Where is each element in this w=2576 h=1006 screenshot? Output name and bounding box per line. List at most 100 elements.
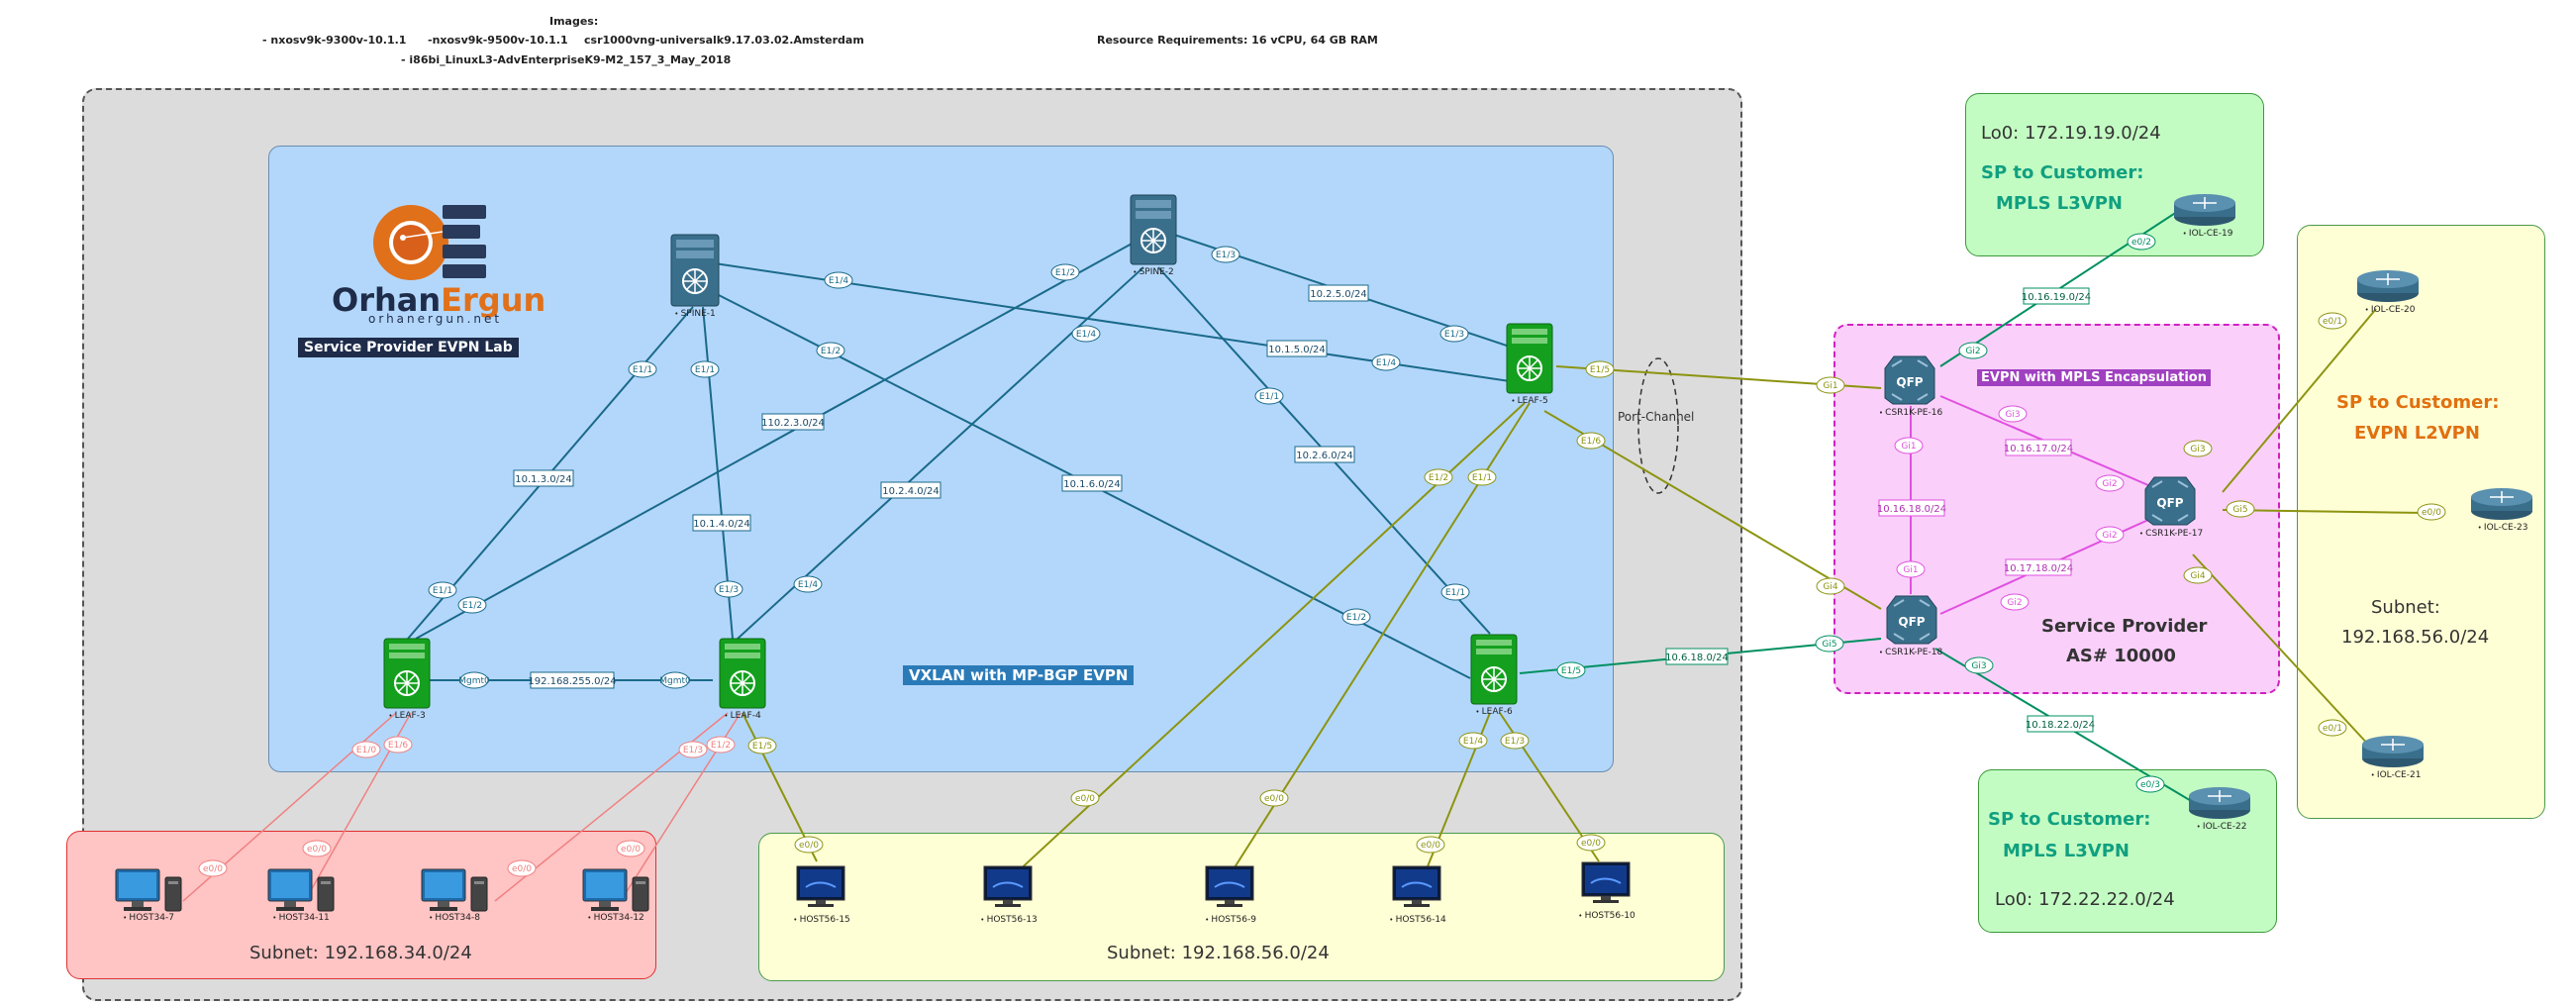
svg-text:E1/5: E1/5 bbox=[1561, 666, 1581, 676]
subnet-label-s15: 10.18.22.0/24 bbox=[2026, 715, 2095, 733]
svg-text:E1/4: E1/4 bbox=[798, 580, 818, 590]
windows-pc-icon bbox=[796, 865, 845, 907]
port-label: e0/1 bbox=[2318, 312, 2347, 330]
host56-13-label: HOST56-13 bbox=[980, 915, 1038, 925]
host56-15[interactable] bbox=[796, 865, 845, 913]
pe-17[interactable]: QFP bbox=[2144, 475, 2196, 531]
port-label: Gi4 bbox=[1816, 577, 1845, 595]
pe-18[interactable]: QFP bbox=[1886, 594, 1937, 650]
ce-21[interactable] bbox=[2361, 735, 2425, 772]
image-iol: - i86bi_LinuxL3-AdvEnterpriseK9-M2_157_3… bbox=[401, 53, 732, 66]
host34-11[interactable] bbox=[266, 867, 336, 917]
ce-23[interactable] bbox=[2470, 487, 2533, 525]
svg-text:QFP: QFP bbox=[1896, 375, 1923, 389]
host34-12[interactable] bbox=[581, 867, 650, 917]
port-label: Gi1 bbox=[1894, 437, 1924, 454]
svg-text:E1/1: E1/1 bbox=[1259, 392, 1279, 402]
ce-20-label: IOL-CE-20 bbox=[2365, 305, 2416, 315]
port-label: E1/4 bbox=[1371, 353, 1401, 371]
host56-14[interactable] bbox=[1392, 865, 1441, 913]
windows-pc-icon bbox=[1392, 865, 1441, 907]
iol-router-icon bbox=[2189, 787, 2250, 819]
spine-2[interactable] bbox=[1130, 194, 1177, 269]
svg-text:10.16.17.0/24: 10.16.17.0/24 bbox=[2004, 444, 2073, 454]
port-label: e0/3 bbox=[2135, 775, 2165, 793]
svg-text:e0/0: e0/0 bbox=[1264, 794, 1284, 804]
svg-text:Mgmt0: Mgmt0 bbox=[659, 676, 691, 686]
leaf-6[interactable] bbox=[1470, 634, 1518, 709]
port-label: Gi3 bbox=[1998, 405, 2028, 423]
leaf-4-label: LEAF-4 bbox=[724, 711, 761, 721]
bottom-customer-subtitle: MPLS L3VPN bbox=[2003, 841, 2130, 861]
port-label: E1/1 bbox=[690, 360, 720, 378]
pe-17-label: CSR1K-PE-17 bbox=[2139, 529, 2203, 539]
svg-text:e0/0: e0/0 bbox=[1421, 841, 1440, 851]
csr-router-icon: QFP bbox=[1886, 595, 1937, 645]
image-nxos-9300: - nxosv9k-9300v-10.1.1 bbox=[262, 34, 407, 47]
svg-text:Gi3: Gi3 bbox=[1971, 661, 1986, 671]
port-label: Gi5 bbox=[1815, 635, 1844, 653]
spine-switch-icon bbox=[670, 234, 720, 307]
port-label: e0/0 bbox=[507, 859, 537, 877]
port-label: E1/1 bbox=[1467, 468, 1497, 486]
leaf-4[interactable] bbox=[719, 638, 766, 713]
pe-16[interactable]: QFP bbox=[1884, 354, 1935, 410]
leaf-3[interactable] bbox=[383, 638, 431, 713]
subnet-label-s12: 10.16.18.0/24 bbox=[1877, 499, 1946, 517]
ce-23-label: IOL-CE-23 bbox=[2478, 523, 2528, 533]
desktop-pc-icon bbox=[582, 868, 649, 912]
leaf-switch-icon bbox=[383, 638, 431, 709]
svg-text:Gi3: Gi3 bbox=[2005, 410, 2020, 420]
port-label: e0/2 bbox=[2127, 233, 2156, 251]
ce-20[interactable] bbox=[2356, 269, 2420, 307]
resource-requirements: Resource Requirements: 16 vCPU, 64 GB RA… bbox=[1097, 34, 1378, 47]
svg-text:E1/3: E1/3 bbox=[1505, 737, 1525, 747]
svg-text:10.1.4.0/24: 10.1.4.0/24 bbox=[693, 519, 749, 530]
host34-8[interactable] bbox=[420, 867, 489, 917]
svg-text:Gi2: Gi2 bbox=[2102, 479, 2117, 489]
port-label: e0/0 bbox=[794, 836, 824, 854]
spine-1-label: SPINE-1 bbox=[674, 309, 716, 319]
svg-text:E1/1: E1/1 bbox=[633, 365, 652, 375]
right-subnet-label: Subnet: bbox=[2371, 597, 2440, 618]
host34-7[interactable] bbox=[114, 867, 183, 917]
port-channel-label: Port-Channel bbox=[1618, 410, 1695, 424]
svg-text:E1/4: E1/4 bbox=[829, 276, 848, 286]
svg-text:E1/5: E1/5 bbox=[1590, 365, 1610, 375]
logo-name: OrhanErgun bbox=[332, 281, 546, 319]
svg-text:QFP: QFP bbox=[2156, 496, 2183, 510]
port-label: E1/2 bbox=[706, 736, 736, 754]
svg-text:e0/0: e0/0 bbox=[1581, 839, 1601, 849]
port-label: E1/5 bbox=[1556, 661, 1586, 679]
svg-text:Gi2: Gi2 bbox=[2102, 531, 2117, 541]
port-label: E1/2 bbox=[457, 596, 487, 614]
image-csr1000v: csr1000vng-universalk9.17.03.02.Amsterda… bbox=[584, 34, 864, 47]
svg-text:10.17.18.0/24: 10.17.18.0/24 bbox=[2004, 563, 2073, 574]
svg-text:E1/4: E1/4 bbox=[1463, 737, 1483, 747]
svg-text:10.16.18.0/24: 10.16.18.0/24 bbox=[1877, 504, 1946, 515]
port-label: Mgmt0 bbox=[458, 671, 490, 689]
port-label: Gi4 bbox=[2183, 566, 2213, 584]
spine-1[interactable] bbox=[670, 234, 720, 311]
subnet-label-s7: 10.1.5.0/24 bbox=[1266, 340, 1328, 357]
svg-text:E1/5: E1/5 bbox=[752, 742, 772, 752]
port-label: E1/0 bbox=[351, 741, 381, 758]
svg-text:10.2.6.0/24: 10.2.6.0/24 bbox=[1296, 451, 1352, 461]
right-customer-title: SP to Customer: bbox=[2336, 392, 2500, 413]
svg-text:E1/2: E1/2 bbox=[821, 347, 841, 356]
port-label: E1/4 bbox=[1458, 732, 1488, 750]
ce-19[interactable] bbox=[2173, 193, 2236, 231]
svg-text:e0/0: e0/0 bbox=[621, 845, 641, 855]
port-label: e0/0 bbox=[1416, 836, 1445, 854]
svg-text:E1/1: E1/1 bbox=[1472, 473, 1492, 483]
evpn-mpls-label: EVPN with MPLS Encapsulation bbox=[1977, 369, 2211, 386]
host56-10[interactable] bbox=[1581, 861, 1631, 909]
svg-text:E1/3: E1/3 bbox=[1216, 251, 1236, 260]
leaf-5[interactable] bbox=[1506, 323, 1553, 398]
port-label: e0/0 bbox=[1259, 789, 1289, 807]
host56-9[interactable] bbox=[1205, 865, 1254, 913]
host56-13[interactable] bbox=[983, 865, 1033, 913]
ce-22[interactable] bbox=[2188, 786, 2251, 824]
port-label: e0/1 bbox=[2318, 719, 2347, 737]
svg-text:E1/3: E1/3 bbox=[1444, 330, 1464, 340]
